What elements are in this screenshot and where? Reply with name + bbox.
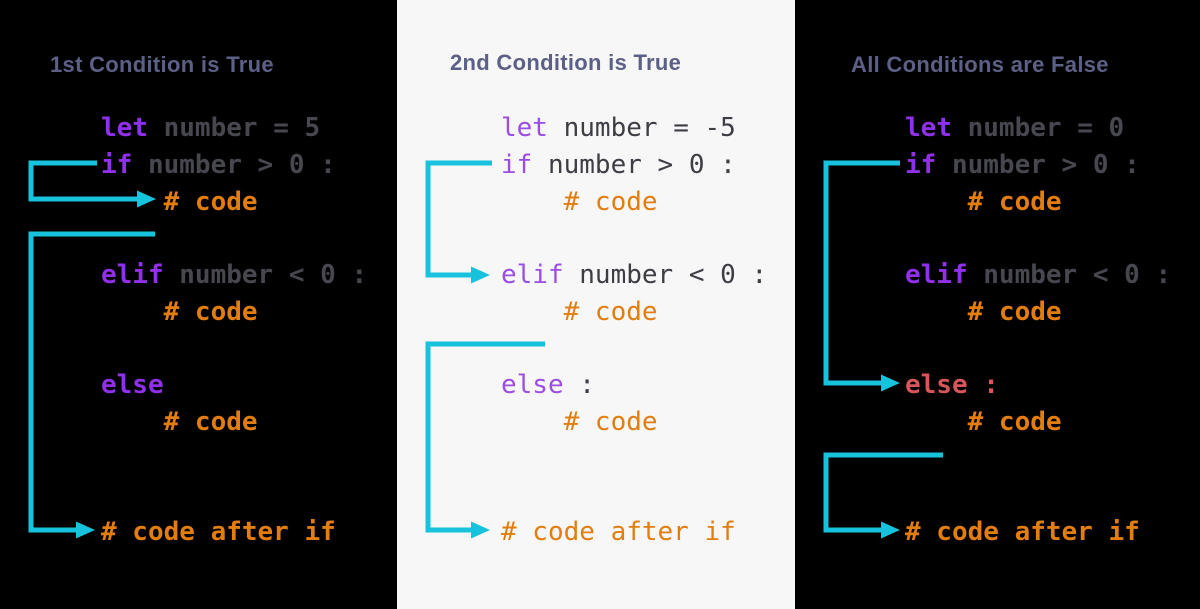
code-token-comment: # code	[501, 186, 658, 217]
code-token-comment: # code after if	[501, 517, 736, 548]
code-line	[905, 331, 1171, 368]
code-token-comment: # code	[501, 296, 658, 327]
arrow-elif-false-to-else	[823, 160, 900, 386]
code-token-keyword: let	[905, 113, 952, 143]
code-line: let number = 5	[101, 110, 367, 147]
code-line	[501, 441, 767, 478]
code-token-plain: number = -5	[547, 113, 736, 143]
panel-title-first-condition: 1st Condition is True	[50, 52, 274, 77]
code-token-plain: number > 0 :	[936, 149, 1140, 180]
code-line: # code after if	[101, 514, 367, 551]
code-token-keyword: let	[501, 113, 548, 143]
code-token-plain: number = 0	[951, 113, 1125, 143]
code-line: # code	[501, 294, 767, 331]
code-line: if number > 0 :	[501, 147, 767, 184]
code-token-keyword: elif	[905, 260, 968, 290]
code-token-keyword: elif	[501, 260, 564, 290]
code-line	[101, 220, 367, 257]
arrow-if-body-to-code-after-if-head-icon	[76, 521, 95, 539]
code-line: let number = -5	[501, 110, 767, 147]
code-line	[101, 441, 367, 478]
code-line: # code	[501, 184, 767, 221]
code-token-comment: # code	[501, 407, 658, 437]
code-token-comment: # code	[905, 296, 1062, 327]
panel-title-second-condition: 2nd Condition is True	[450, 50, 682, 75]
code-line: if number > 0 :	[905, 147, 1171, 184]
code-token-plain: number < 0 :	[563, 260, 768, 290]
code-line	[101, 478, 367, 515]
code-line: # code after if	[501, 514, 767, 551]
code-line: # code	[905, 184, 1171, 221]
code-token-keyword: else	[101, 370, 164, 401]
code-token-keyword: else	[501, 370, 564, 401]
code-token-plain: number = 5	[147, 113, 321, 143]
code-line: # code	[101, 294, 367, 331]
code-line: # code	[101, 184, 367, 221]
code-line	[101, 331, 367, 368]
code-token-comment: # code after if	[905, 517, 1140, 548]
code-line: elif number < 0 :	[501, 257, 767, 294]
arrow-elif-false-to-else-head-icon	[881, 374, 900, 392]
code-token-comment: # code	[905, 407, 1062, 437]
code-line	[905, 478, 1171, 515]
code-line: else	[101, 367, 367, 404]
code-line: # code after if	[905, 514, 1171, 551]
code-line: let number = 0	[905, 110, 1171, 147]
code-token-keyword: if	[101, 149, 133, 180]
code-token-comment: # code	[905, 186, 1062, 217]
code-line	[501, 220, 767, 257]
code-token-plain: number > 0 :	[532, 149, 736, 180]
code-line	[905, 441, 1171, 478]
arrow-else-body-to-code-after-if-head-icon	[881, 521, 900, 539]
code-token-keyword: elif	[101, 260, 164, 290]
code-token-plain: number < 0 :	[967, 260, 1172, 290]
code-line: if number > 0 :	[101, 147, 367, 184]
code-line: # code	[101, 404, 367, 441]
code-line: elif number < 0 :	[905, 257, 1171, 294]
code-token-comment: # code	[101, 407, 258, 437]
code-line: elif number < 0 :	[101, 257, 367, 294]
code-token-comment: # code	[101, 296, 258, 327]
code-token-plain: number < 0 :	[163, 260, 368, 290]
code-line	[501, 331, 767, 368]
code-token-keyword: if	[905, 149, 937, 180]
code-line: # code	[905, 294, 1171, 331]
code-line: else :	[905, 367, 1171, 404]
code-line	[501, 478, 767, 515]
code-token-else-false: else :	[905, 370, 999, 401]
code-token-comment: # code	[101, 186, 258, 217]
code-token-comment: # code after if	[101, 517, 336, 548]
code-line: else :	[501, 367, 767, 404]
code-token-keyword: let	[101, 113, 148, 143]
code-token-plain: :	[563, 370, 595, 401]
code-line: # code	[905, 404, 1171, 441]
panel-title-all-false: All Conditions are False	[851, 52, 1109, 77]
code-token-keyword: if	[501, 149, 533, 180]
code-token-plain: number > 0 :	[132, 149, 336, 180]
code-line	[905, 220, 1171, 257]
code-line: # code	[501, 404, 767, 441]
